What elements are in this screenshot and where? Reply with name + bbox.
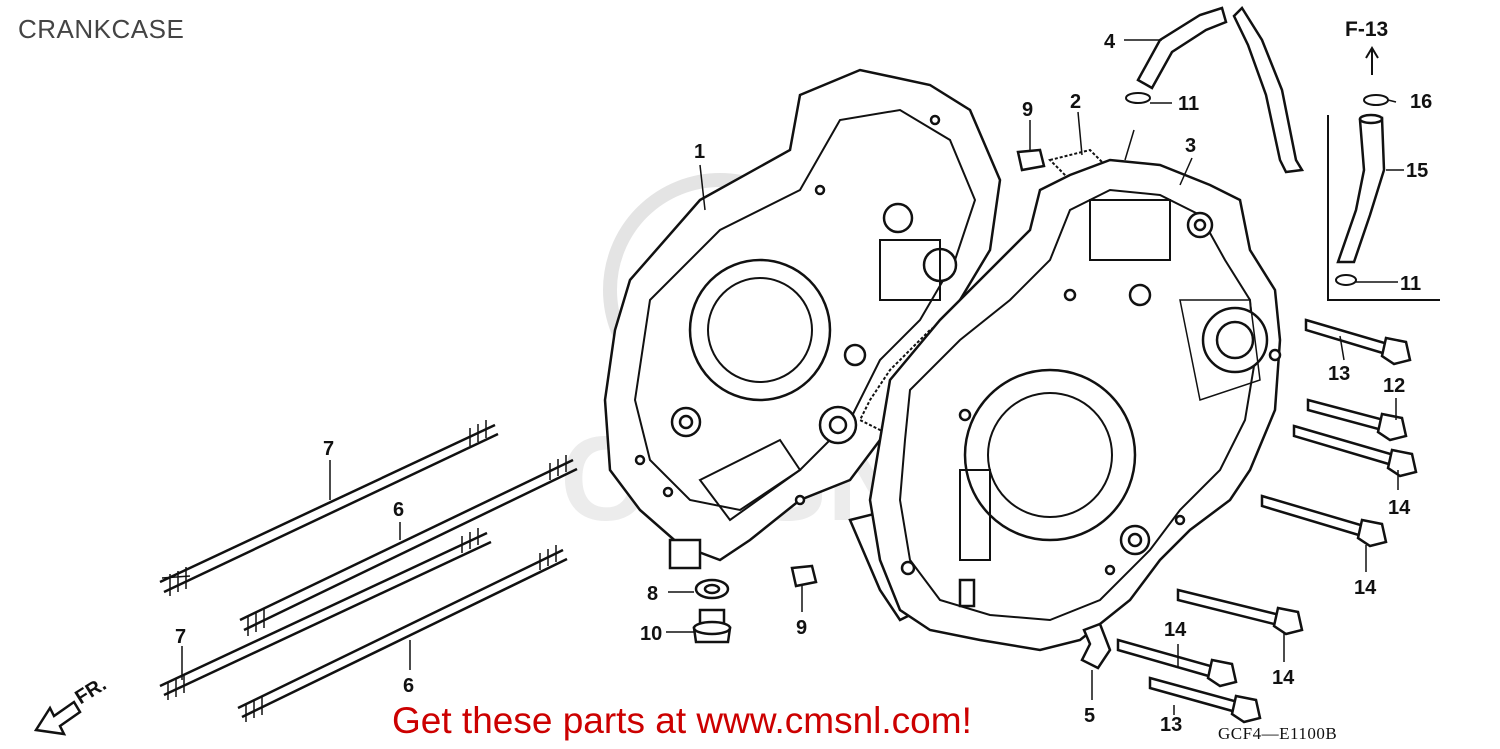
breather-pipe[interactable] (1336, 113, 1386, 264)
callout-7b: 7 (175, 626, 186, 648)
callout-10: 10 (640, 623, 662, 645)
front-arrow-icon (33, 700, 82, 736)
callout-16: 16 (1410, 91, 1432, 113)
callout-6b: 6 (403, 675, 414, 697)
callout-14d: 14 (1164, 619, 1187, 641)
callout-11a: 11 (1178, 93, 1199, 115)
page-title: CRANKCASE (18, 14, 185, 44)
stud-bolt[interactable] (159, 423, 578, 719)
callout-1: 1 (694, 141, 705, 163)
callout-7a: 7 (323, 438, 334, 460)
callout-5: 5 (1084, 705, 1095, 727)
stud-thread (161, 420, 567, 722)
callout-numbers: 1 2 3 4 5 6 6 7 7 8 9 9 10 11 11 12 13 1… (175, 31, 1432, 736)
callout-9b: 9 (796, 617, 807, 639)
dowel-pin[interactable] (790, 148, 1046, 588)
callout-12: 12 (1383, 375, 1405, 397)
callout-14a: 14 (1388, 497, 1411, 519)
callout-14c: 14 (1272, 667, 1295, 689)
callout-6a: 6 (393, 499, 404, 521)
leader-lines (181, 39, 1404, 715)
callout-15: 15 (1406, 160, 1428, 182)
callout-2: 2 (1070, 91, 1081, 113)
callout-4: 4 (1104, 31, 1116, 53)
cable-clamp[interactable] (1080, 622, 1112, 670)
callout-3: 3 (1185, 135, 1196, 157)
sealing-washer[interactable] (694, 578, 730, 600)
diagram-code: GCF4—E1100B (1218, 724, 1338, 743)
reference-box (1327, 46, 1440, 301)
promo-link[interactable]: Get these parts at www.cmsnl.com! (392, 700, 972, 741)
callout-14b: 14 (1354, 577, 1377, 599)
right-crankcase-half[interactable] (868, 158, 1282, 652)
reference-label: F-13 (1345, 18, 1389, 41)
flange-bolt[interactable] (1116, 318, 1418, 724)
callout-13a: 13 (1328, 363, 1350, 385)
callout-9a: 9 (1022, 99, 1033, 121)
breather-tube[interactable] (1136, 6, 1305, 174)
callout-8: 8 (647, 583, 658, 605)
callout-11b: 11 (1400, 273, 1421, 295)
drain-bolt[interactable] (692, 608, 732, 644)
left-crankcase-half[interactable] (603, 68, 1002, 570)
callout-13b: 13 (1160, 714, 1182, 736)
